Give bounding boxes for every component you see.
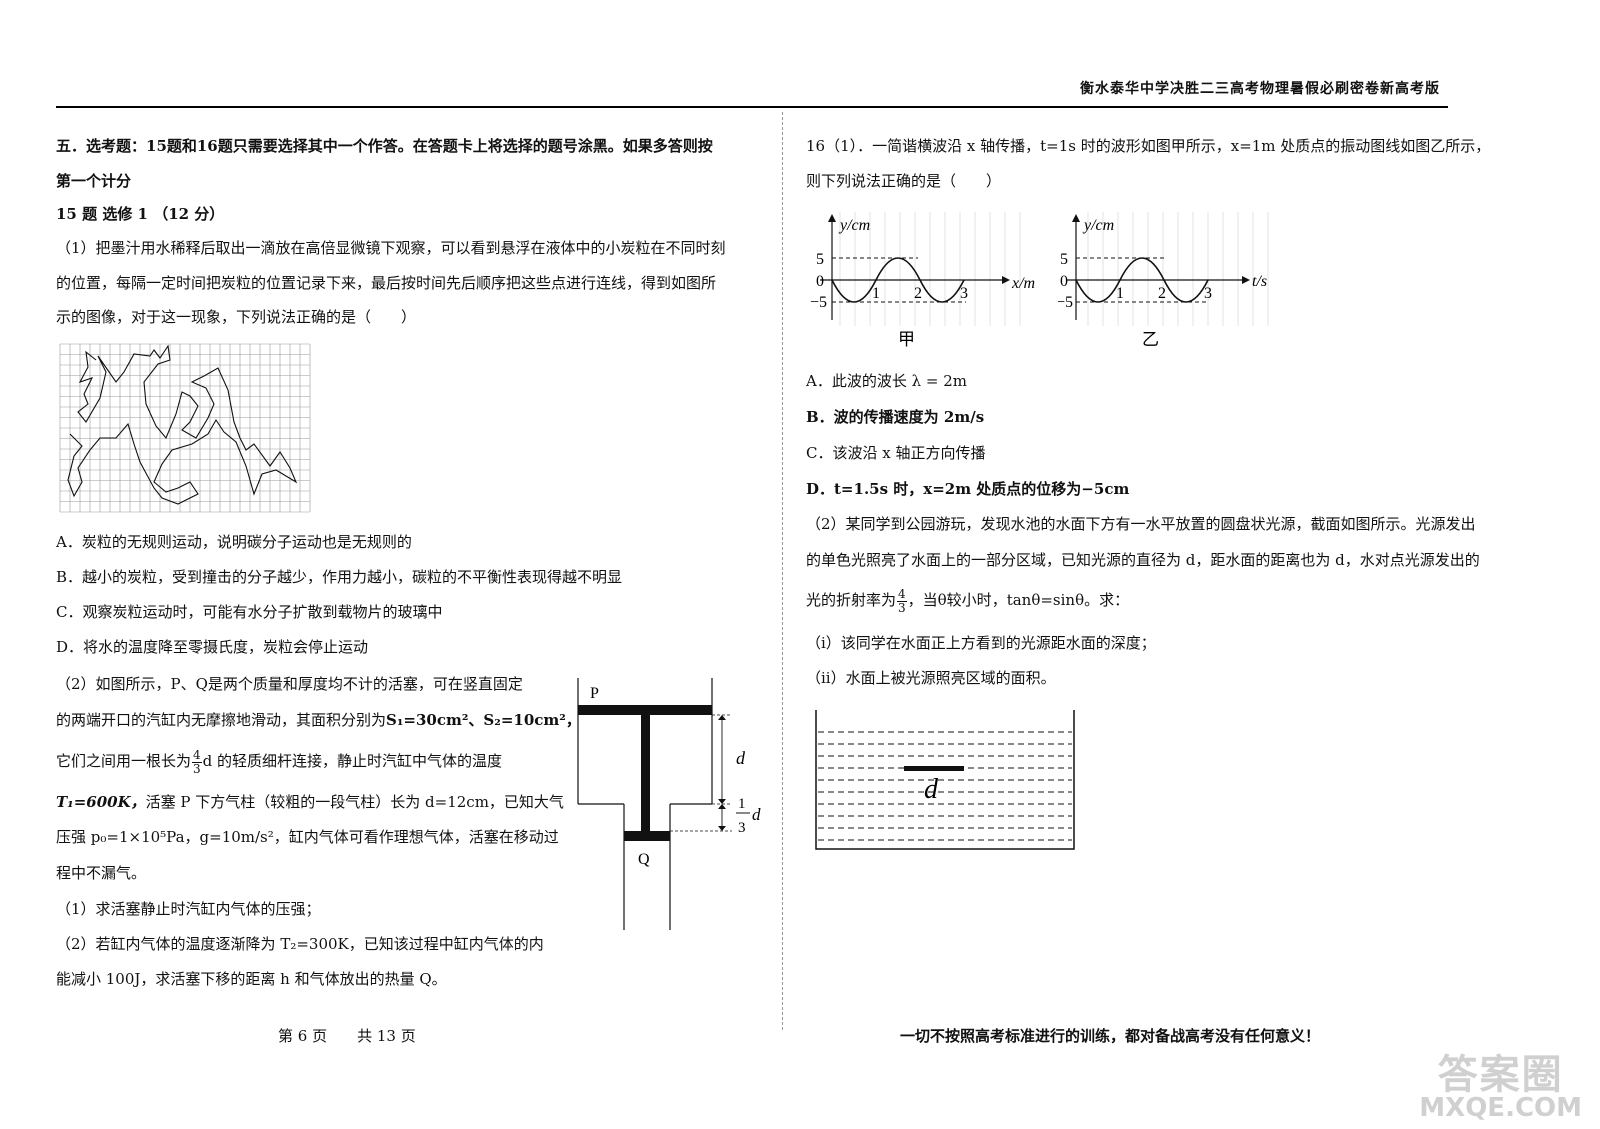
- section-title-line-1: 五．选考题：15题和16题只需要选择其中一个作答。在答题卡上将选择的题号涂黑。如…: [56, 137, 713, 155]
- tick-0: 0: [1060, 273, 1068, 290]
- fraction-numerator: 4: [192, 747, 202, 763]
- q16-part2-line-3-rest: ，当θ较小时，tanθ=sinθ。求：: [907, 591, 1130, 609]
- page-header-title: 衡水泰华中学决胜二三高考物理暑假必刷密卷新高考版: [1080, 81, 1440, 97]
- label-d: d: [736, 748, 746, 768]
- q15-part2-line-4-text: 活塞 P 下方气柱（较粗的一段气柱）长为 d=12cm，已知大气: [145, 793, 564, 811]
- label-p: P: [590, 685, 599, 702]
- fraction-denominator: 3: [898, 600, 906, 615]
- piston-q: [624, 831, 670, 841]
- waveform-curve: [831, 257, 965, 303]
- disk-light-source: [904, 766, 964, 771]
- y-axis-label: y/cm: [1082, 217, 1114, 234]
- watermark-url: MXQE.COM: [1419, 1093, 1582, 1123]
- q15-option-b: B．越小的炭粒，受到撞击的分子越少，作用力越小，碳粒的不平衡性表现得越不明显: [56, 568, 623, 586]
- light-source-diameter-label: d: [924, 774, 939, 805]
- tick-1: 1: [1116, 285, 1124, 302]
- header-divider: [56, 106, 1448, 108]
- tick-2: 2: [1158, 285, 1166, 302]
- page-number: 第 6 页 共 13 页: [278, 1027, 416, 1045]
- q15-part1-line-3: 示的图像，对于这一现象，下列说法正确的是（ ）: [56, 308, 417, 326]
- q15-part2-line-3-text: 它们之间用一根长为: [56, 752, 192, 770]
- q15-part2-line-1: （2）如图所示，P、Q是两个质量和厚度均不计的活塞，可在竖直固定: [56, 675, 523, 693]
- q16-part2-line-2: 的单色光照亮了水面上的一部分区域，已知光源的直径为 d，距水面的距离也为 d，水…: [806, 551, 1480, 569]
- connecting-rod: [641, 715, 650, 833]
- piston-areas: S₁=30cm²、S₂=10cm²，: [386, 711, 581, 729]
- q16-line-1: 16（1）．一简谐横波沿 x 轴传播，t=1s 时的波形如图甲所示，x=1m 处…: [806, 137, 1491, 155]
- fraction-denominator: 3: [193, 761, 201, 776]
- graph-caption: 甲: [898, 330, 915, 349]
- label-frac-d: d: [752, 805, 761, 824]
- initial-temperature: T₁=600K，: [56, 793, 146, 811]
- x-axis-label: x/m: [1011, 275, 1035, 292]
- q16-option-c: C．该波沿 x 轴正方向传播: [806, 444, 986, 462]
- q15-part2-line-2-text: 的两端开口的汽缸内无摩擦地滑动，其面积分别为: [56, 711, 387, 729]
- q15-part2-line-4: T₁=600K，活塞 P 下方气柱（较粗的一段气柱）长为 d=12cm，已知大气: [56, 793, 564, 811]
- tick-neg5: −5: [1058, 294, 1073, 311]
- question-15-title: 15 题 选修 1 （12 分）: [56, 205, 225, 223]
- vibration-curve: [1075, 257, 1209, 303]
- q15-part2-line-6: 程中不漏气。: [56, 864, 147, 882]
- q15-option-d: D．将水的温度降至零摄氏度，炭粒会停止运动: [56, 638, 369, 656]
- q16-option-d: D．t=1.5s 时，x=2m 处质点的位移为−5cm: [806, 480, 1130, 498]
- q16-subquestion-ii: （ii）水面上被光源照亮区域的面积。: [806, 669, 1056, 687]
- piston-p: [578, 705, 712, 715]
- fraction-numerator: 4: [897, 586, 907, 602]
- q15-part2-line-2: 的两端开口的汽缸内无摩擦地滑动，其面积分别为S₁=30cm²、S₂=10cm²，: [56, 711, 581, 729]
- label-q: Q: [638, 851, 650, 868]
- q15-part1-line-1: （1）把墨汁用水稀释后取出一滴放在高倍显微镜下观察，可以看到悬浮在液体中的小炭粒…: [56, 239, 726, 257]
- q15-option-c: C．观察炭粒运动时，可能有水分子扩散到载物片的玻璃中: [56, 603, 443, 621]
- carbon-particle-trajectory: [67, 344, 298, 505]
- label-frac-numerator: 1: [738, 796, 746, 812]
- tick-5: 5: [1060, 251, 1068, 268]
- q16-part2-line-3-text: 光的折射率为: [806, 591, 897, 609]
- q15-part2-line-5: 压强 p₀=1×10⁵Pa，g=10m/s²，缸内气体可看作理想气体，活塞在移动…: [56, 828, 559, 846]
- watermark-logo: 答案圈: [1437, 1052, 1564, 1098]
- tick-1: 1: [872, 285, 880, 302]
- tick-2: 2: [914, 285, 922, 302]
- q15-option-a: A．炭粒的无规则运动，说明碳分子运动也是无规则的: [56, 533, 412, 551]
- pool-light-source-figure: d: [815, 710, 1075, 850]
- piston-cylinder-figure: P Q d 1 3 d: [577, 678, 761, 930]
- q15-subquestion-1: （1）求活塞静止时汽缸内气体的压强；: [56, 900, 321, 918]
- q15-subquestion-2-line-1: （2）若缸内气体的温度逐渐降为 T₂=300K，已知该过程中缸内气体的内: [56, 935, 544, 953]
- q15-subquestion-2-line-2: 能减小 100J，求活塞下移的距离 h 和气体放出的热量 Q。: [56, 970, 447, 988]
- section-title-line-2: 第一个计分: [56, 172, 132, 190]
- label-frac-denominator: 3: [738, 820, 746, 836]
- tick-0: 0: [816, 273, 824, 290]
- y-axis-label: y/cm: [838, 217, 870, 234]
- q16-subquestion-i: （i）该同学在水面正上方看到的光源距水面的深度；: [806, 634, 1156, 652]
- watermark: 答案圈 MXQE.COM: [1419, 1055, 1582, 1121]
- tick-5: 5: [816, 251, 824, 268]
- wave-graph-jia: y/cm x/m 5 0 −5 1 2 3 甲: [810, 212, 1035, 349]
- q15-part1-line-2: 的位置，每隔一定时间把炭粒的位置记录下来，最后按时间先后顺序把这些点进行连线，得…: [56, 274, 717, 292]
- q16-line-2: 则下列说法正确的是（ ）: [806, 172, 1002, 190]
- footer-slogan: 一切不按照高考标准进行的训练，都对备战高考没有任何意义！: [900, 1027, 1321, 1045]
- tick-3: 3: [1204, 285, 1212, 302]
- q16-part2-line-1: （2）某同学到公园游玩，发现水池的水面下方有一水平放置的圆盘状光源，截面如图所示…: [806, 515, 1476, 533]
- brownian-motion-figure: [59, 343, 311, 513]
- q15-part2-line-3-rest: d 的轻质细杆连接，静止时汽缸中气体的温度: [202, 752, 503, 770]
- q16-option-a: A．此波的波长 λ = 2m: [806, 372, 967, 390]
- tick-neg5: −5: [810, 294, 827, 311]
- tick-3: 3: [960, 285, 968, 302]
- vibration-graph-yi: y/cm t/s 5 0 −5 1 2 3 乙: [1058, 212, 1269, 349]
- x-axis-label: t/s: [1252, 273, 1267, 290]
- graph-caption: 乙: [1142, 330, 1159, 349]
- q16-option-b: B．波的传播速度为 2m/s: [806, 408, 985, 426]
- column-divider: [782, 112, 783, 1030]
